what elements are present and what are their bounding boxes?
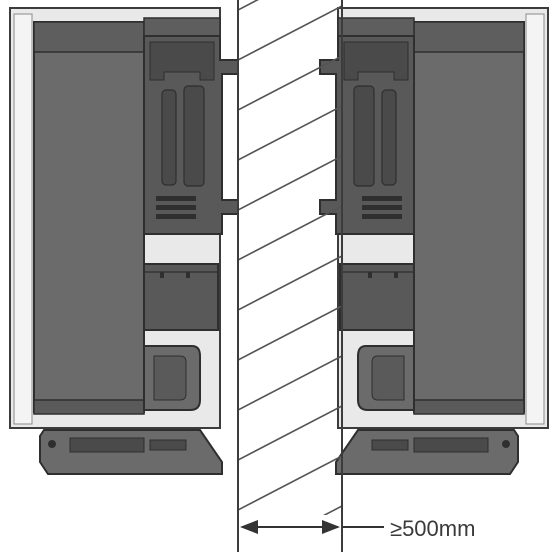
double-arrow-dimension [240,520,384,534]
clearance-label: ≥500mm [390,516,476,541]
inverter-unit-right [319,7,549,475]
wall-hatched-section [237,0,343,552]
inverter-unit-left [9,7,239,475]
